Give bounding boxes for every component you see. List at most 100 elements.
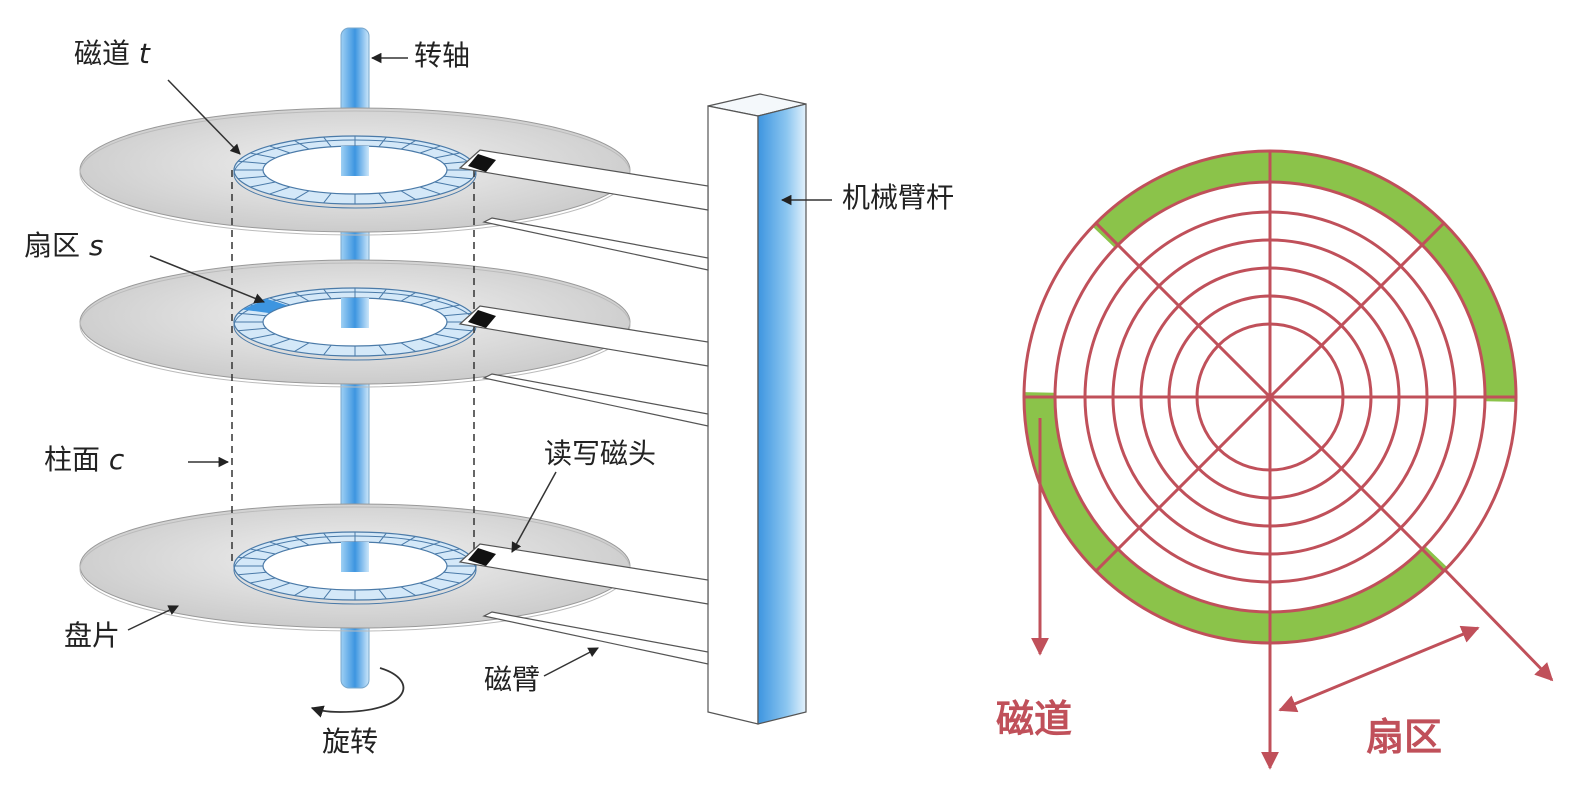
sector-divider [400,190,416,200]
upper-arm [458,149,709,211]
upper-arm [458,543,709,605]
sector-divider [238,571,267,576]
sector-divider [269,145,291,154]
sector-divider [323,588,332,600]
sector-divider [294,586,310,596]
sector-label: 扇区 s [24,232,104,260]
arm-3 [458,543,709,665]
rotation-label: 旋转 [322,728,378,756]
sector-divider [419,186,441,195]
platter-3 [79,503,631,632]
sector-divider [419,145,441,154]
platter-label: 盘片 [64,622,120,650]
sector-divider [378,532,387,544]
platter-edge [79,262,631,388]
sector-divider [378,136,387,148]
track-pointer [167,79,241,155]
sector-divider [323,192,332,204]
sector-divider [269,582,291,591]
rotation-label-text: 旋转 [322,725,379,758]
sector-divider [443,312,472,317]
sector-divider [434,333,460,340]
arm-pointer [543,647,599,677]
platter-1 [79,107,631,236]
sector-spoke-8 [1268,221,1446,399]
sector-divider [250,548,276,555]
sector-divider [434,152,460,159]
sector-pointer [149,255,265,304]
sector-divider [250,152,276,159]
read-write-head [468,548,496,566]
head-pointer [511,471,557,553]
head-label-text: 读写磁头 [544,437,657,470]
sector-divider [419,338,441,347]
sector-divider [269,338,291,347]
arm-assembly-label-text: 机械臂杆 [842,181,955,214]
disk-top-view [1022,149,1518,645]
sector-label-right: 扇区 [1366,718,1442,756]
sector-divider [434,181,460,188]
spindle-label: 转轴 [414,42,470,70]
track-label-right-text: 磁道 [996,697,1073,741]
sector-divider [323,532,332,544]
cylinder-label-text: 柱面 [44,443,101,476]
sector-divider [434,577,460,584]
platter-edge [79,110,631,236]
arm-label-text: 磁臂 [484,663,541,696]
sector-divider [378,192,387,204]
read-write-head [468,310,496,328]
track-sector-diagram [1022,149,1554,770]
sector-spoke-4 [1094,395,1272,573]
read-write-head [468,154,496,172]
sector-divider [419,582,441,591]
sector-label-right-text: 扇区 [1366,715,1443,759]
sector-span-arrow [1278,625,1480,713]
track-label-var: t [138,37,150,70]
spindle-segment [341,146,369,176]
upper-arm [458,305,709,367]
sector-divider [400,536,416,546]
sector-divider [294,342,310,352]
sector-divider [238,160,267,165]
platter-label-text: 盘片 [64,619,121,652]
sector-divider [419,297,441,306]
sector-divider [238,175,267,180]
sector-label-var: s [88,229,104,262]
track-gap-left [1024,226,1115,393]
spindle-segment [341,298,369,328]
sector-divider [378,288,387,300]
cylinder-label: 柱面 c [44,446,124,474]
sector-divider [378,344,387,356]
sector-divider [269,186,291,195]
sector-divider [294,140,310,150]
track-label-right: 磁道 [996,700,1072,738]
sector-spoke-6 [1094,221,1272,399]
platter-pointer [127,605,179,631]
sector-divider [250,333,276,340]
platter-2 [79,259,631,388]
sector-divider [238,556,267,561]
sector-divider [434,304,460,311]
spindle-segment [341,542,369,572]
spindle-label-text: 转轴 [414,39,471,72]
sector-divider [323,288,332,300]
lower-arm [482,373,709,427]
track-gap-right [1425,401,1516,568]
sector-divider [419,541,441,550]
platters [79,107,631,632]
sector-divider [294,536,310,546]
sector-divider [443,175,472,180]
sector-divider [323,344,332,356]
sector-divider [378,588,387,600]
arm-2 [458,305,709,427]
sector-spoke-2 [1268,395,1446,573]
sector-divider [250,181,276,188]
track-label: 磁道 t [74,40,150,68]
sector-divider [294,292,310,302]
arm-assembly-pillar [707,93,807,725]
cylinder-label-var: c [108,443,125,476]
sector-divider [443,327,472,332]
sector-label-text: 扇区 [24,229,81,262]
head-label: 读写磁头 [544,440,656,468]
